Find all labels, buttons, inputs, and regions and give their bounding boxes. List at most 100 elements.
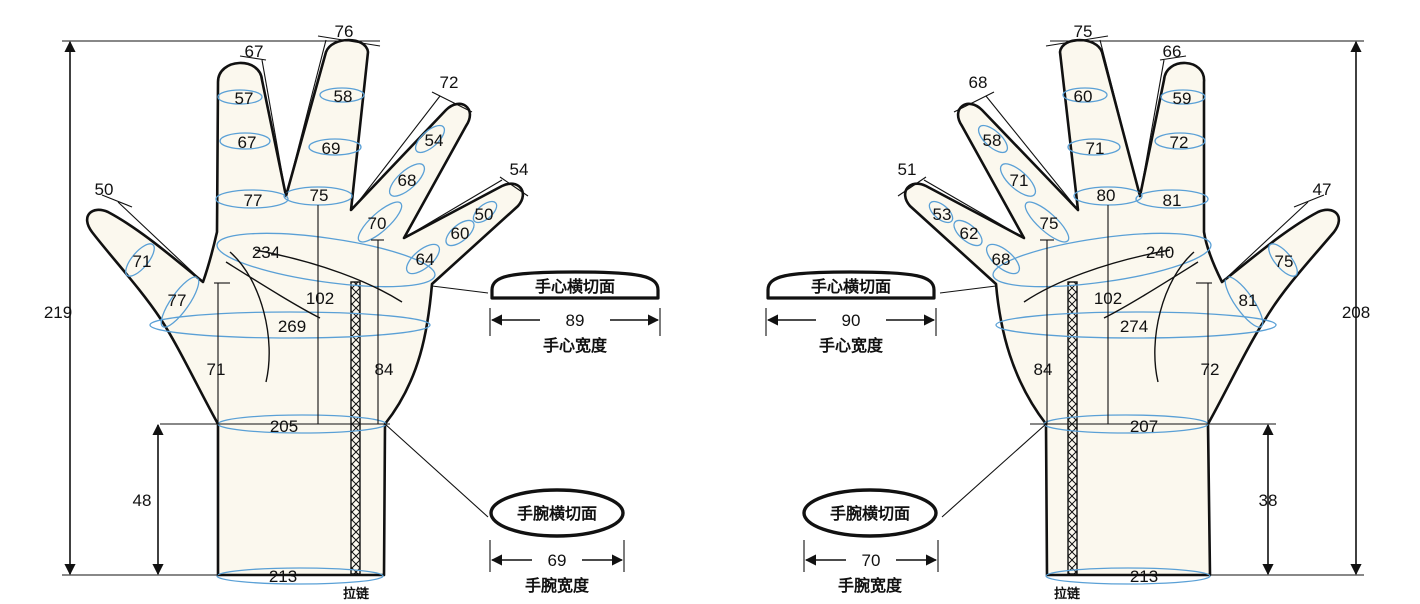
left-ring-little-upper: [472, 200, 498, 224]
left-ring-palm: [149, 311, 431, 339]
left-ring-thumb-base: [160, 276, 200, 328]
left-glove: 67 57 67 77 76 58 69 75 72 54 68 70 54 5…: [44, 22, 661, 602]
left-palm-crease: [229, 251, 270, 383]
right-palm-circ-label: 274: [1120, 317, 1148, 336]
right-thumb-mid-label: 75: [1275, 252, 1294, 271]
right-middle-base-label: 80: [1097, 186, 1116, 205]
left-zipper: [350, 281, 361, 575]
right-middle-mid-label: 71: [1086, 139, 1105, 158]
right-thumb-side-label: 72: [1201, 360, 1220, 379]
left-palm-length-label: 102: [306, 289, 334, 308]
left-middle-mid-label: 69: [322, 139, 341, 158]
right-palm-length-label: 102: [1094, 289, 1122, 308]
right-ring-palm: [995, 311, 1277, 339]
left-thumb-mid-label: 71: [133, 252, 152, 271]
left-total-height-label: 219: [44, 303, 72, 322]
right-thumb-tip-label: 47: [1313, 180, 1332, 199]
right-wrist-section-leader: [941, 423, 1047, 518]
right-little-tip-label: 51: [898, 160, 917, 179]
right-wrist-height-label: 38: [1259, 491, 1278, 510]
right-ring-little-upper: [928, 200, 954, 224]
left-wrist-width-value: 69: [548, 551, 567, 570]
left-wrist-section-leader: [384, 423, 489, 518]
left-thumb-tip-label: 50: [95, 180, 114, 199]
right-zipper: [1067, 281, 1078, 575]
left-ring-index-base: [215, 189, 289, 209]
right-ring-ring-base: [1024, 201, 1070, 243]
left-middle-base-label: 75: [310, 186, 329, 205]
left-palm-section-leader: [431, 285, 489, 294]
right-side-length-label: 84: [1034, 360, 1053, 379]
left-index-mid-label: 67: [238, 133, 257, 152]
left-ring-palm-upper: [216, 232, 436, 288]
left-palm-width-label: 手心宽度: [543, 336, 608, 355]
right-wrist-width-value: 70: [862, 551, 881, 570]
right-ring-ring-upper: [977, 124, 1009, 154]
left-middle-tip-label: 76: [335, 22, 354, 41]
right-index-mid-label: 72: [1170, 133, 1189, 152]
left-wrist-circ-label: 205: [270, 417, 298, 436]
left-palm-section-shape: [490, 270, 660, 300]
right-glove: 75 60 71 80 66 59 72 81 68 58 71 75 51 5…: [765, 22, 1370, 602]
left-ring-index-upper: [217, 89, 263, 105]
right-ring-base-label: 75: [1040, 214, 1059, 233]
right-zipper-label: 拉链: [1054, 586, 1081, 602]
right-wrist-circ-label: 207: [1130, 417, 1158, 436]
left-palm-crease-2: [225, 261, 321, 319]
right-index-upper-label: 59: [1173, 89, 1192, 108]
left-ring-middle-upper: [319, 87, 365, 103]
right-wrist-width-label: 手腕宽度: [838, 576, 903, 595]
right-palm-crease: [1154, 251, 1195, 383]
right-palm-crease-3: [1023, 249, 1171, 303]
right-ring-upper-label: 58: [983, 131, 1002, 150]
right-palm-crease-2: [1103, 261, 1199, 319]
left-palm-width-value: 89: [566, 311, 585, 330]
right-ring-middle-upper: [1062, 87, 1108, 103]
left-thumb-side-label: 71: [207, 360, 226, 379]
left-side-length-label: 84: [375, 360, 394, 379]
left-little-tip-label: 54: [510, 160, 529, 179]
right-wrist-section-shape: [802, 488, 938, 538]
right-index-tip-label: 66: [1163, 42, 1182, 61]
left-wrist-height-label: 48: [133, 491, 152, 510]
right-palm-section-shape: [766, 270, 936, 300]
right-ring-cuff: [1045, 567, 1211, 585]
right-ring-tip-label: 68: [969, 73, 988, 92]
right-palm-section-leader: [939, 285, 997, 294]
right-ring-thumb-mid: [1268, 243, 1298, 277]
left-palm-upper-label: 234: [252, 243, 280, 262]
right-little-upper-label: 53: [933, 205, 952, 224]
left-ring-little-mid: [445, 219, 475, 247]
right-palm-upper-label: 240: [1146, 243, 1174, 262]
left-palm-section-label: 手心横切面: [535, 277, 615, 296]
left-ring-upper-label: 54: [425, 131, 444, 150]
left-little-mid-label: 60: [451, 224, 470, 243]
left-zipper-label: 拉链: [343, 586, 370, 602]
left-little-upper-label: 50: [475, 205, 494, 224]
left-little-base-label: 64: [416, 250, 435, 269]
left-index-base-label: 77: [244, 191, 263, 210]
right-ring-index-mid: [1154, 132, 1206, 150]
right-middle-upper-label: 60: [1074, 87, 1093, 106]
right-ring-index-upper: [1160, 89, 1206, 105]
right-ring-mid-label: 71: [1010, 171, 1029, 190]
left-ring-base-label: 70: [368, 214, 387, 233]
left-cuff-circ-label: 213: [269, 567, 297, 586]
left-middle-upper-label: 58: [334, 87, 353, 106]
left-palm-circ-label: 269: [278, 317, 306, 336]
left-ring-cuff: [216, 567, 384, 585]
left-wrist-section-shape: [489, 488, 625, 538]
left-wrist-width-label: 手腕宽度: [525, 576, 590, 595]
right-little-base-label: 68: [992, 250, 1011, 269]
right-palm-section-label: 手心横切面: [811, 277, 891, 296]
left-palm-crease-3: [254, 249, 403, 303]
right-ring-little-base: [985, 243, 1021, 275]
left-ring-ring-base: [357, 201, 403, 243]
left-ring-ring-mid: [388, 163, 426, 197]
left-ring-thumb-mid: [125, 243, 155, 277]
left-index-tip-label: 67: [245, 42, 264, 61]
right-wrist-section-label: 手腕横切面: [830, 504, 910, 523]
left-wrist-section-label: 手腕横切面: [517, 504, 597, 523]
left-ring-index-mid: [219, 132, 271, 150]
